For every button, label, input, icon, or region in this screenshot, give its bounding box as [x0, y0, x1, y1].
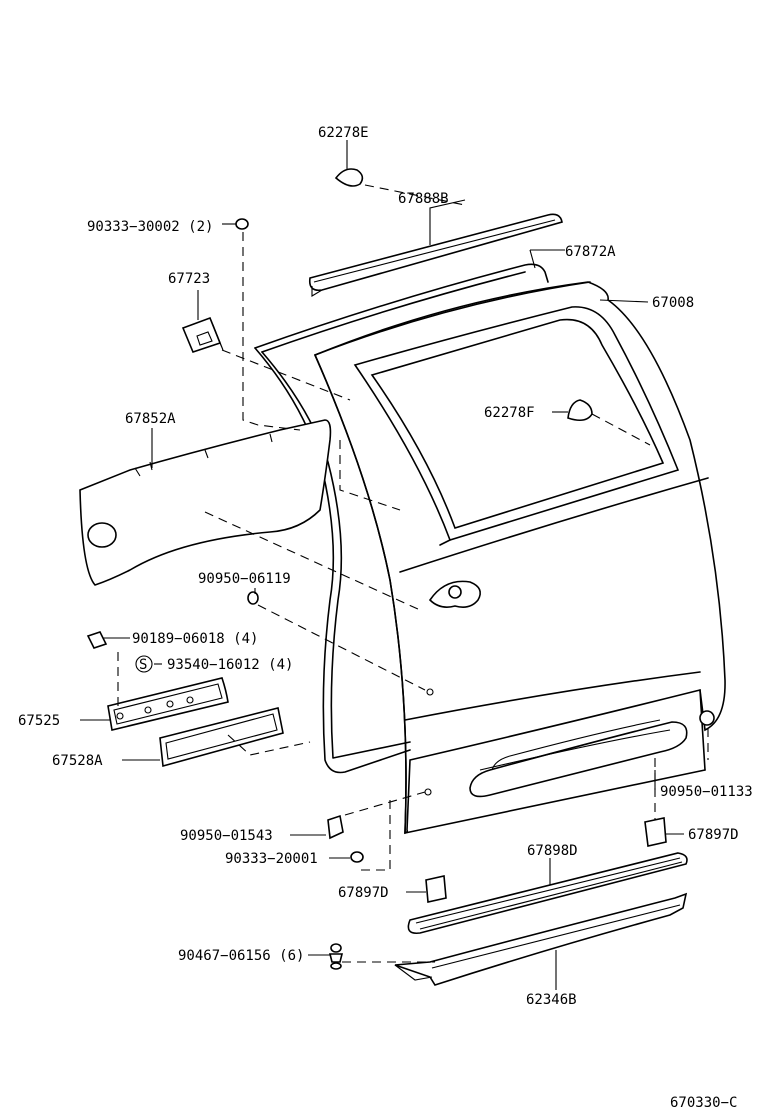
label-67008: 67008: [652, 295, 694, 311]
label-90467-06156: 90467−06156 (6): [178, 948, 304, 964]
plug-90333-20001: [350, 851, 364, 863]
label-90950-01133: 90950−01133: [660, 784, 753, 800]
label-67872A: 67872A: [565, 244, 616, 260]
label-90189-06018: 90189−06018 (4): [132, 631, 258, 647]
weatherstrip-67872A: [254, 263, 549, 774]
part-labels: 62278E 67888B 90333−30002 (2) 67872A 677…: [18, 125, 753, 1111]
figure-code: 670330−C: [670, 1095, 737, 1111]
grommet-90950-01133: [699, 710, 715, 726]
label-62278F: 62278F: [484, 405, 535, 421]
clip-62278E: [334, 168, 364, 187]
label-90950-01543: 90950−01543: [180, 828, 273, 844]
label-67897D-left: 67897D: [338, 885, 389, 901]
clip-90467-06156: [328, 943, 344, 970]
plug-90333-30002: [235, 218, 249, 230]
hole-cover-67852A: [79, 419, 332, 586]
label-90333-30002: 90333−30002 (2): [87, 219, 213, 235]
door-panel-67008: [313, 281, 726, 835]
nut-90189-06018: [86, 631, 108, 649]
label-93540-16012: 93540−16012 (4): [167, 657, 293, 673]
pad-67723: [181, 316, 224, 353]
label-67898D: 67898D: [527, 843, 578, 859]
plate-67525: [107, 677, 229, 731]
label-67528A: 67528A: [52, 753, 103, 769]
moulding-67898D: [407, 852, 688, 935]
clip-62278F: [567, 399, 593, 422]
gasket-67528A: [159, 707, 284, 768]
label-67897D-right: 67897D: [688, 827, 739, 843]
assembly-lines: [117, 184, 709, 963]
leader-lines: [80, 140, 684, 990]
s-mark-circle: [135, 655, 153, 673]
label-67525: 67525: [18, 713, 60, 729]
plug-90950-06119: [247, 591, 259, 605]
pad-67897D-right: [644, 817, 667, 847]
s-mark-letter: S: [139, 657, 147, 673]
rocker-62346B: [394, 892, 688, 986]
label-62346B: 62346B: [526, 992, 577, 1008]
label-90950-06119: 90950−06119: [198, 571, 291, 587]
label-67723: 67723: [168, 271, 210, 287]
label-90333-20001: 90333−20001: [225, 851, 318, 867]
glass-strip-67888B: [308, 213, 563, 297]
label-67888B: 67888B: [398, 191, 449, 207]
clip-90950-01543: [327, 814, 344, 840]
label-67852A: 67852A: [125, 411, 176, 427]
label-62278E: 62278E: [318, 125, 369, 141]
pad-67897D-left: [425, 875, 447, 903]
